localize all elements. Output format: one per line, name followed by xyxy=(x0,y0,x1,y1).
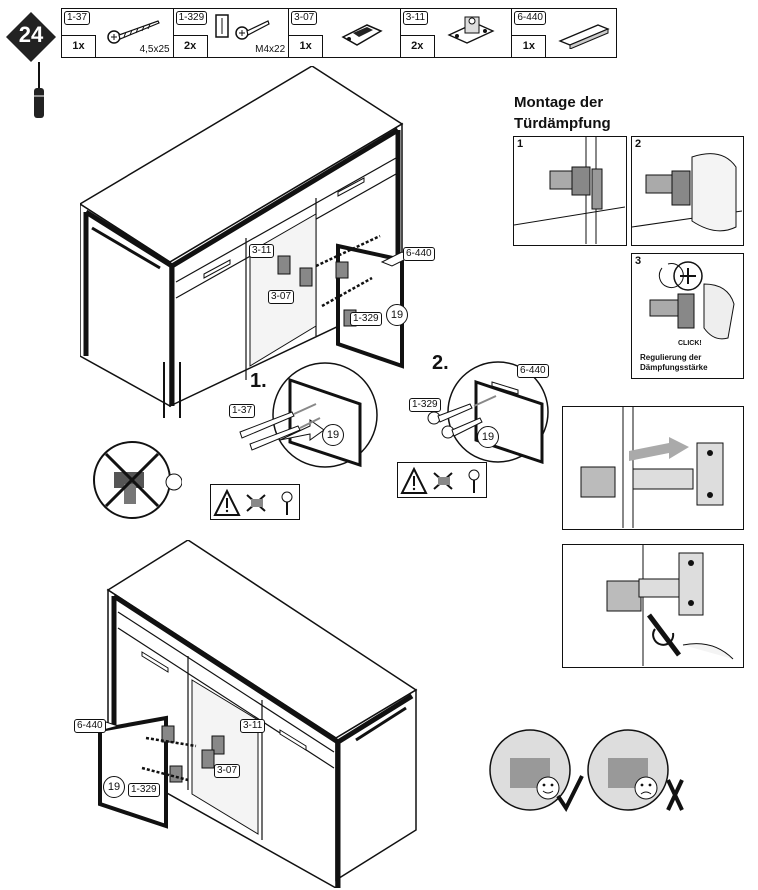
part-cell-3-11: 3-11 2x xyxy=(400,9,513,57)
label-screw-top: 1-329 xyxy=(350,312,382,326)
part-cell-1-329: 1-329 2x M4x22 xyxy=(173,9,290,57)
damper-title-line2: Türdämpfung xyxy=(514,115,611,132)
damper-title-line1: Montage der xyxy=(514,94,604,111)
detail1-screws xyxy=(239,403,321,451)
step-number: 24 xyxy=(18,22,44,47)
label-hinge-top: 3-11 xyxy=(249,244,275,258)
door-ref-top: 19 xyxy=(386,304,408,326)
mounting-plate-icon xyxy=(341,24,383,46)
part-dim: 4,5x25 xyxy=(139,44,170,55)
damper-panel-2: 2 xyxy=(631,136,744,246)
part-qty: 1x xyxy=(289,35,324,57)
part-cell-6-440: 6-440 1x xyxy=(512,9,616,57)
label-screw-bottom: 1-329 xyxy=(128,783,160,797)
part-code: 3-11 xyxy=(402,11,429,25)
part-code: 6-440 xyxy=(514,11,546,25)
hinge-wrong-example xyxy=(586,724,686,825)
detail2-door-ref: 19 xyxy=(477,426,499,448)
detail1-screw-label: 1-37 xyxy=(229,404,256,418)
damper-caption: Regulierung der Dämpfungsstärke xyxy=(640,353,740,373)
warning-box-2 xyxy=(397,462,487,498)
part-qty: 2x xyxy=(173,35,208,57)
part-code: 1-329 xyxy=(175,11,208,25)
hinge-detail-remove xyxy=(562,406,744,530)
detail2-screws xyxy=(427,395,497,439)
part-qty: 2x xyxy=(400,35,435,57)
caption-line1: Regulierung der xyxy=(640,353,702,362)
click-label: CLICK! xyxy=(678,340,702,347)
label-plate-bottom: 3-07 xyxy=(214,764,241,778)
part-qty: 1x xyxy=(62,35,96,57)
detail1-circle xyxy=(272,362,378,468)
part-code: 1-37 xyxy=(64,11,91,25)
hinge-detail-adjust xyxy=(562,544,744,668)
damper-title: Montage der Türdämpfung xyxy=(514,92,611,134)
detail2-step: 2. xyxy=(432,352,449,374)
caption-line2: Dämpfungsstärke xyxy=(640,363,708,372)
label-plate-top: 3-07 xyxy=(268,290,295,304)
warning-box-1 xyxy=(210,484,300,520)
cabinet-top-illustration xyxy=(80,66,414,418)
hinge-ok-example xyxy=(488,724,584,825)
machine-screw-icon xyxy=(214,14,270,40)
screwdriver-icon xyxy=(30,62,48,125)
cabinet-bottom-illustration xyxy=(82,540,418,888)
part-cell-3-07: 3-07 1x xyxy=(289,9,401,57)
detail1-door-ref: 19 xyxy=(322,424,344,446)
part-qty: 1x xyxy=(512,35,547,57)
step-badge: 24 xyxy=(4,10,58,64)
part-cell-1-37: 1-37 1x 4,5x25 xyxy=(62,9,174,57)
wood-screw-icon xyxy=(107,20,160,44)
hinge-icon xyxy=(447,16,495,44)
part-dim: M4x22 xyxy=(255,44,286,55)
panel-number: 1 xyxy=(517,138,524,150)
label-handle-bottom: 6-440 xyxy=(74,719,106,733)
door-ref-bottom: 19 xyxy=(103,776,125,798)
panel-number: 3 xyxy=(635,255,642,267)
parts-table: 1-37 1x 4,5x25 1-329 2x M4x22 3-07 1x xyxy=(61,8,617,58)
label-handle-top: 6-440 xyxy=(403,247,435,261)
label-hinge-bottom: 3-11 xyxy=(240,719,266,733)
panel-number: 2 xyxy=(635,138,642,150)
no-drill-icon xyxy=(92,438,183,527)
detail2-handle-label: 6-440 xyxy=(517,364,549,378)
detail2-screw-label: 1-329 xyxy=(409,398,441,412)
handle-bar-icon xyxy=(558,24,611,49)
detail1-step: 1. xyxy=(250,370,267,392)
part-code: 3-07 xyxy=(291,11,318,25)
damper-panel-3: 3 CLICK! Regulierung der Dämpfungsstärke xyxy=(631,253,744,379)
damper-panel-1: 1 xyxy=(513,136,627,246)
